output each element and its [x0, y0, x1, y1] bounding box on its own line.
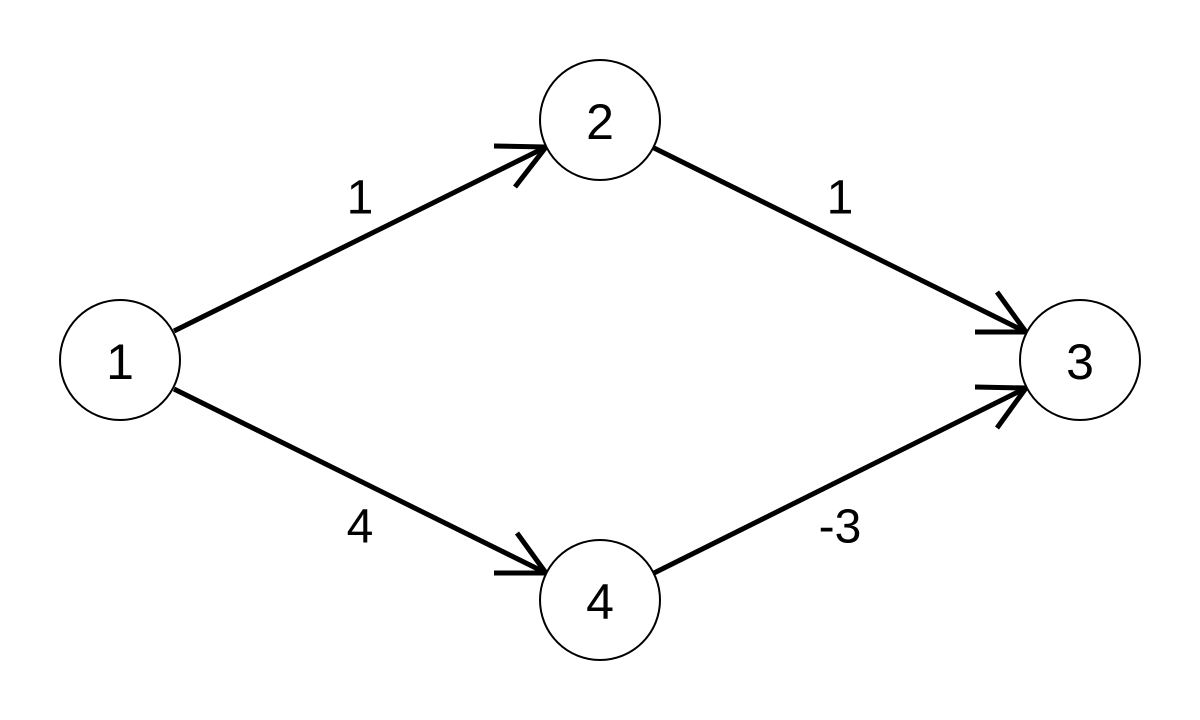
node-circle-4: [539, 539, 661, 661]
edge-4-3: -3: [652, 384, 1031, 576]
node-label-3: 3: [1066, 334, 1094, 390]
edge-weight-1-2: 1: [347, 172, 374, 225]
node-circle-3: [1019, 299, 1141, 421]
edge-line-4-3: [652, 385, 1028, 576]
edge-1-2: 1: [172, 143, 552, 334]
node-label-2: 2: [586, 94, 614, 150]
graph-node-2: 2: [539, 59, 661, 181]
graph-node-3: 3: [1019, 299, 1141, 421]
node-circle-2: [539, 59, 661, 181]
edge-2-3: 1: [652, 145, 1031, 335]
edge-line-2-3: [652, 145, 1028, 335]
edge-line-1-4: [172, 386, 548, 576]
node-circle-1: [59, 299, 181, 421]
edge-weight-4-3: -3: [819, 501, 862, 554]
graph-node-1: 1: [59, 299, 181, 421]
node-label-4: 4: [586, 574, 614, 630]
edge-weight-1-4: 4: [347, 501, 374, 554]
edge-line-1-2: [172, 144, 548, 334]
graph-node-4: 4: [539, 539, 661, 661]
edge-weight-2-3: 1: [827, 172, 854, 225]
edge-1-4: 4: [172, 386, 551, 576]
node-label-1: 1: [106, 334, 134, 390]
